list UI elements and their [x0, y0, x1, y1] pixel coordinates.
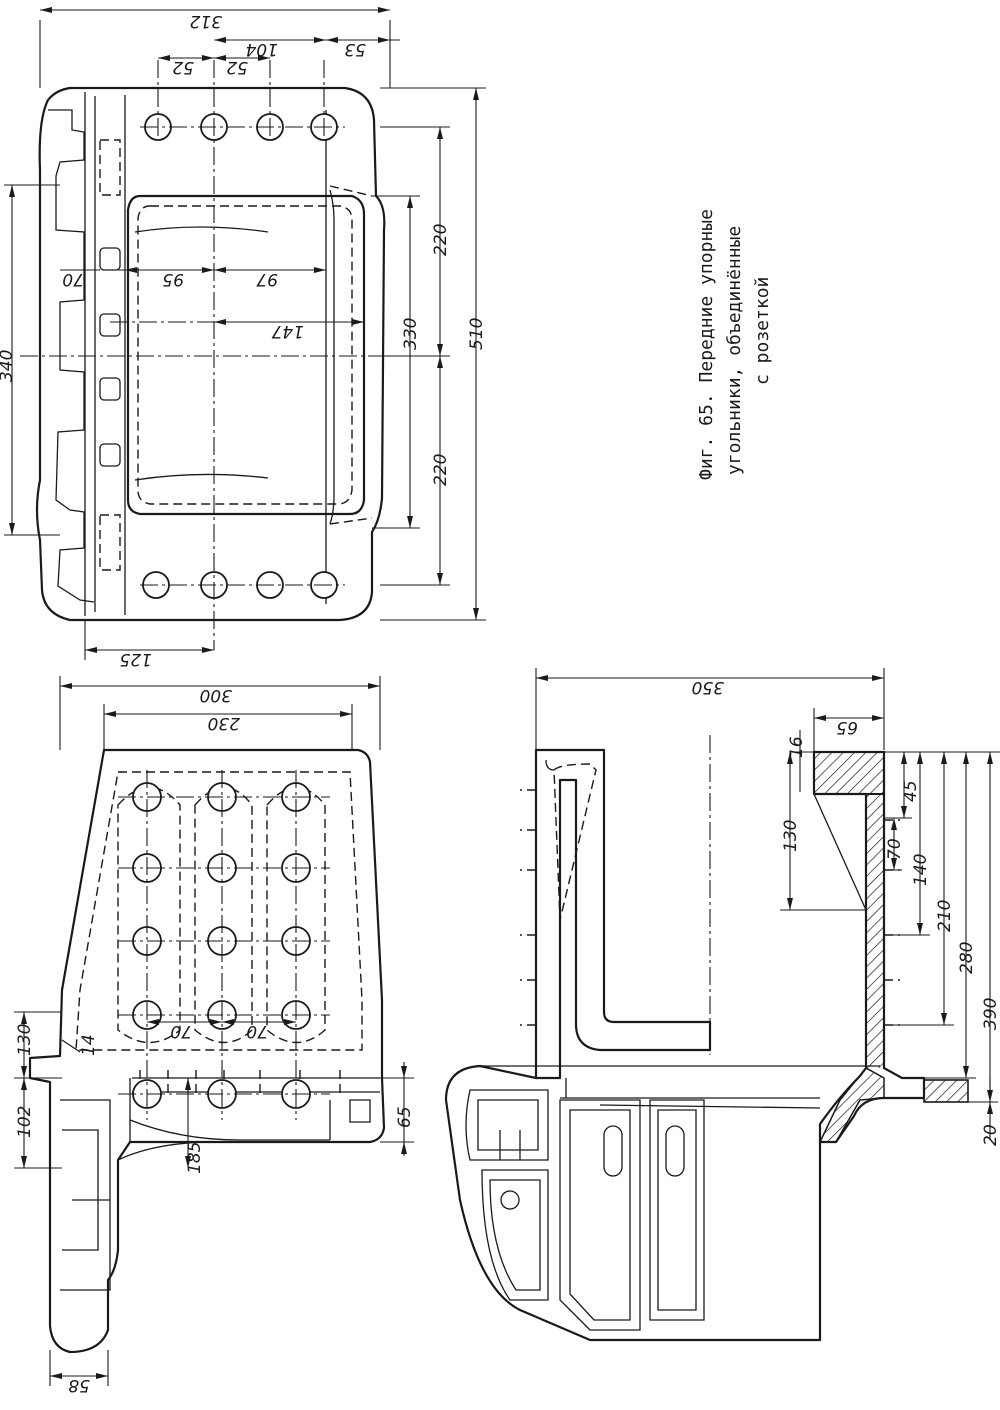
- dim-340: 340: [0, 350, 17, 382]
- dim-130-section: 130: [781, 820, 801, 852]
- dim-95: 95: [162, 269, 184, 289]
- dim-130: 130: [15, 1024, 35, 1056]
- dim-58: 58: [68, 1375, 90, 1395]
- dim-20: 20: [981, 1124, 1000, 1146]
- dim-70b: 70: [246, 1021, 268, 1041]
- dim-350: 350: [692, 677, 724, 697]
- dim-230: 230: [208, 713, 240, 733]
- caption-line-3: с розеткой: [752, 277, 773, 385]
- top-view: 312 53 104 52 52 340 70 95 97 147 220 22…: [0, 7, 487, 669]
- dim-65-section: 65: [836, 717, 858, 737]
- caption-line-2: угольники, объединённые: [724, 226, 745, 475]
- section-view-outline: [534, 748, 712, 1080]
- dim-220a: 220: [431, 224, 451, 256]
- dim-140: 140: [911, 854, 931, 886]
- dim-104: 104: [246, 39, 278, 59]
- dim-14: 14: [79, 1034, 99, 1056]
- dim-210: 210: [935, 900, 955, 932]
- dim-185: 185: [185, 1142, 205, 1174]
- section-view: 350 65 16 45 130 70 140 210 280 390 20: [444, 668, 1000, 1342]
- dim-70: 70: [62, 269, 84, 289]
- side-view-outline: [28, 748, 386, 1354]
- dim-280: 280: [957, 942, 977, 974]
- dim-220b: 220: [431, 454, 451, 486]
- dim-16: 16: [787, 736, 807, 758]
- dim-300: 300: [200, 685, 232, 705]
- dim-125: 125: [120, 649, 152, 669]
- top-view-outline: [35, 86, 386, 622]
- figure-caption: Фиг. 65. Передние упорные угольники, объ…: [696, 209, 773, 480]
- top-view-window: [126, 194, 366, 516]
- caption-line-1: Фиг. 65. Передние упорные: [696, 209, 717, 480]
- dim-330: 330: [401, 318, 421, 350]
- dim-45: 45: [901, 780, 921, 802]
- dim-390: 390: [981, 998, 1000, 1030]
- side-view: 300 230 130 14 70 70 102 185 65 58: [14, 676, 415, 1395]
- dim-97: 97: [256, 269, 278, 289]
- dim-53: 53: [344, 39, 366, 59]
- dim-102: 102: [15, 1106, 35, 1138]
- dim-510: 510: [467, 318, 487, 350]
- dim-70a: 70: [170, 1021, 192, 1041]
- dim-65-side: 65: [395, 1106, 415, 1128]
- dim-52b: 52: [226, 57, 248, 77]
- dim-312: 312: [190, 11, 222, 31]
- dim-52a: 52: [172, 57, 194, 77]
- dim-147: 147: [271, 321, 304, 341]
- dim-70-section: 70: [885, 838, 905, 860]
